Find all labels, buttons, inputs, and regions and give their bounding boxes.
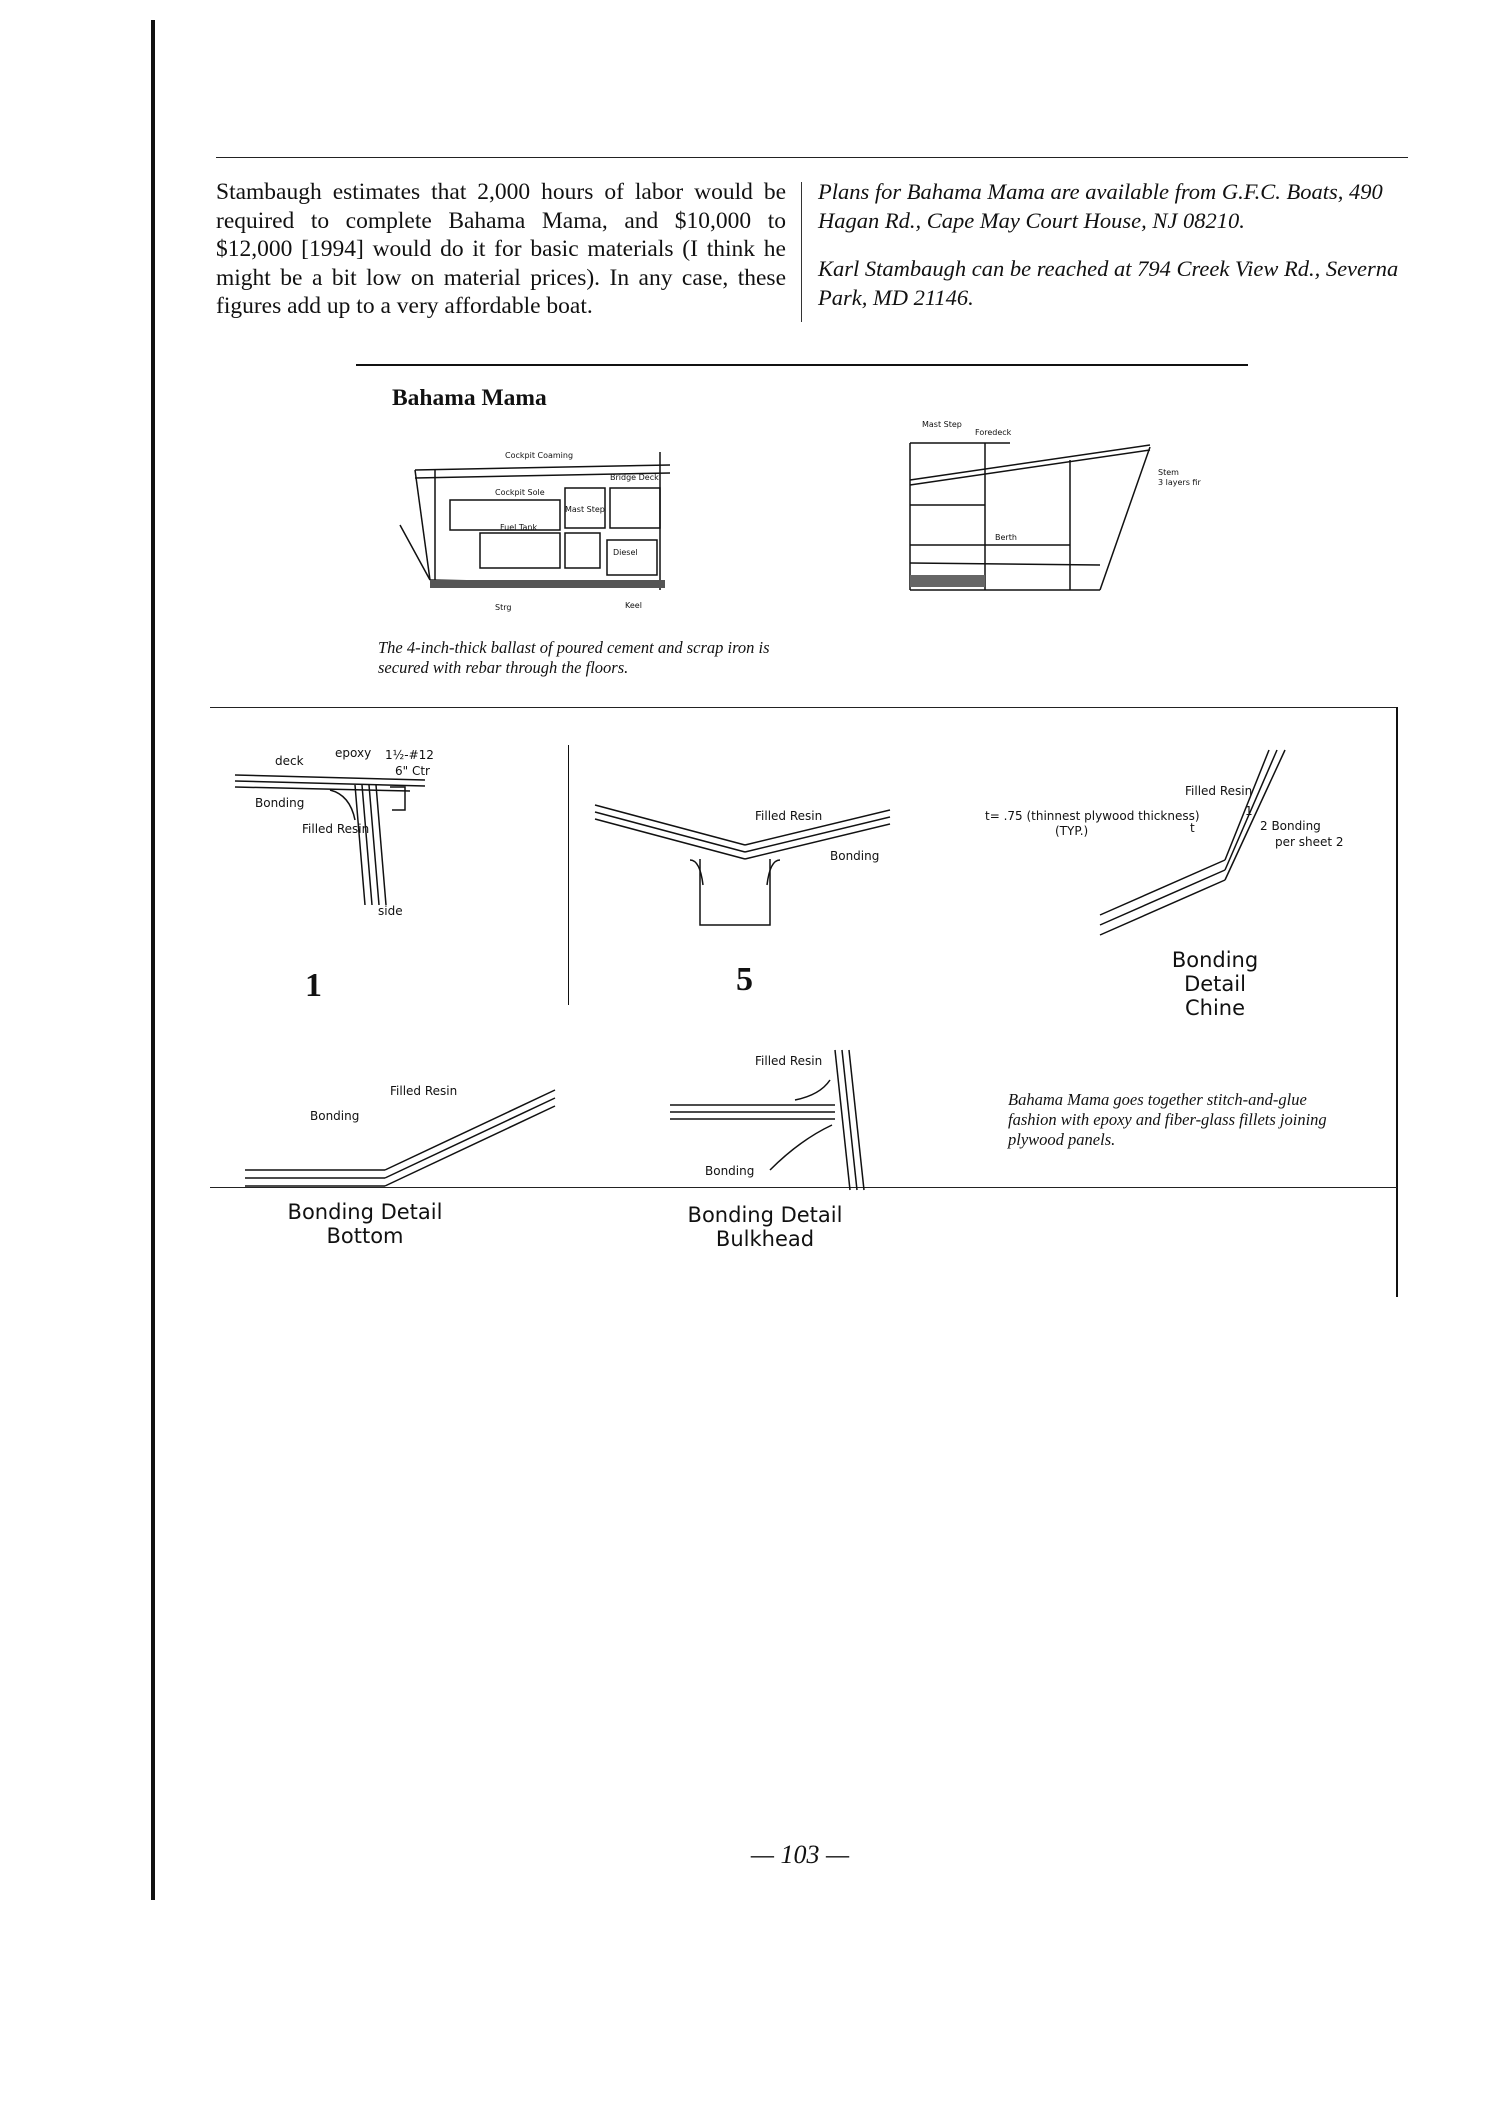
chine-title-line1: Bonding Detail bbox=[1171, 948, 1259, 996]
profile-drawing-right: Mast Step Foredeck Stem 3 layers fir Ber… bbox=[909, 420, 1201, 591]
label-thickness: t= .75 (thinnest plywood thickness) bbox=[985, 809, 1200, 823]
label-diesel: Diesel bbox=[613, 548, 638, 557]
margin-bar bbox=[151, 20, 155, 1900]
bottom-title-line1: Bonding Detail bbox=[287, 1200, 443, 1224]
label-cockpit-sole: Cockpit Sole bbox=[495, 488, 545, 497]
contact-note: Karl Stambaugh can be reached at 794 Cre… bbox=[818, 256, 1399, 310]
bulkhead-detail-drawing: Filled Resin Bonding bbox=[670, 1049, 865, 1191]
label-bonding-d1: Bonding bbox=[255, 796, 304, 810]
label-filled-resin-d1: Filled Resin bbox=[302, 822, 369, 836]
figure-rule bbox=[356, 364, 1248, 366]
label-bonding-chine: 2 Bonding bbox=[1260, 819, 1321, 833]
label-filled-resin-chine: Filled Resin bbox=[1185, 784, 1252, 798]
caption-ballast: The 4-inch-thick ballast of poured cemen… bbox=[378, 638, 770, 677]
details-divider bbox=[568, 745, 569, 1005]
label-filled-resin-d5: Filled Resin bbox=[755, 809, 822, 823]
label-epoxy: epoxy bbox=[335, 746, 371, 760]
detail-1-number: 1 bbox=[305, 967, 322, 1004]
details-top-rule bbox=[210, 707, 1397, 708]
page-number: — 103 — bbox=[750, 1840, 850, 1869]
label-filled-resin-bottom: Filled Resin bbox=[390, 1084, 457, 1098]
profile-drawing-left: Cockpit Coaming Bridge Deck Cockpit Sole… bbox=[399, 451, 671, 612]
bottom-detail-drawing: Bonding Filled Resin bbox=[245, 1084, 556, 1187]
detail-1-drawing: deck epoxy 1½-#12 6" Ctr Bonding Filled … bbox=[234, 746, 434, 918]
label-strg: Strg bbox=[495, 603, 511, 612]
label-spacing: 6" Ctr bbox=[395, 764, 430, 778]
body-paragraph: Stambaugh estimates that 2,000 hours of … bbox=[216, 179, 786, 319]
body-text: Stambaugh estimates that 2,000 hours of … bbox=[216, 178, 786, 321]
detail-5-number: 5 bbox=[736, 961, 753, 998]
label-bonding-d5: Bonding bbox=[830, 849, 879, 863]
label-keel: Keel bbox=[625, 601, 642, 610]
label-fastener: 1½-#12 bbox=[385, 748, 434, 762]
label-bonding-bottom: Bonding bbox=[310, 1109, 359, 1123]
bulkhead-title-line2: Bulkhead bbox=[715, 1227, 815, 1251]
label-mast-step-right: Mast Step bbox=[922, 420, 962, 429]
details-mid-rule bbox=[210, 1187, 1397, 1188]
label-filled-resin-bulkhead: Filled Resin bbox=[755, 1054, 822, 1068]
column-divider bbox=[801, 182, 802, 322]
label-side: side bbox=[378, 904, 403, 918]
label-deck: deck bbox=[275, 754, 304, 768]
label-cockpit-coaming: Cockpit Coaming bbox=[505, 451, 573, 460]
top-rule bbox=[216, 157, 1408, 158]
label-typ: (TYP.) bbox=[1055, 824, 1088, 838]
bulkhead-title: Bonding Detail Bulkhead bbox=[680, 1203, 850, 1251]
bottom-title: Bonding Detail Bottom bbox=[280, 1200, 450, 1248]
plans-note: Plans for Bahama Mama are available from… bbox=[818, 179, 1383, 233]
label-bridge-deck: Bridge Deck bbox=[610, 473, 659, 482]
label-stem: Stem bbox=[1158, 468, 1179, 477]
figure-title: Bahama Mama bbox=[392, 385, 547, 411]
label-fir-layers: 3 layers fir bbox=[1158, 478, 1201, 487]
bottom-title-line2: Bottom bbox=[326, 1224, 404, 1248]
label-mast-step: Mast Step bbox=[565, 505, 605, 514]
label-bonding-bulkhead: Bonding bbox=[705, 1164, 754, 1178]
label-marker-1: 1 bbox=[1245, 804, 1253, 818]
chine-detail-drawing: t= .75 (thinnest plywood thickness) (TYP… bbox=[985, 749, 1344, 936]
label-t: t bbox=[1190, 821, 1195, 835]
label-berth: Berth bbox=[995, 533, 1017, 542]
bulkhead-title-line1: Bonding Detail bbox=[687, 1203, 843, 1227]
chine-title-line2: Chine bbox=[1184, 996, 1246, 1020]
label-fuel-tank: Fuel Tank bbox=[500, 523, 537, 532]
label-foredeck: Foredeck bbox=[975, 428, 1012, 437]
details-right-rule bbox=[1396, 707, 1398, 1297]
sidebar-notes: Plans for Bahama Mama are available from… bbox=[818, 178, 1413, 332]
chine-title: Bonding Detail Chine bbox=[1150, 948, 1280, 1020]
label-per-sheet: per sheet 2 bbox=[1275, 835, 1344, 849]
detail-5-drawing: Filled Resin Bonding bbox=[594, 804, 891, 926]
caption-stitch-and-glue: Bahama Mama goes together stitch-and-glu… bbox=[1008, 1090, 1327, 1149]
